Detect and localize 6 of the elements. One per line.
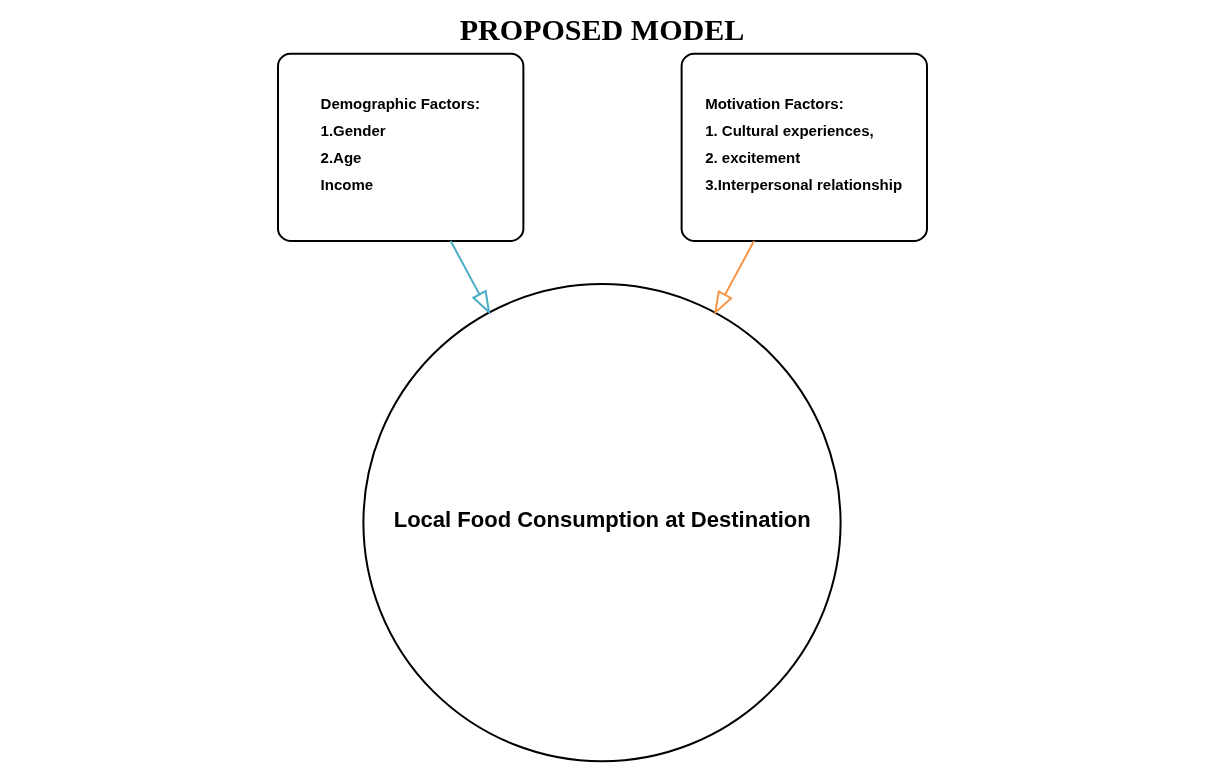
node-circle: Local Food Consumption at Destination (362, 283, 842, 763)
node-box: Demographic Factors: 1.Gender 2.Age Income (277, 52, 525, 242)
node-box: Motivation Factors: 1. Cultural experiences, 2. excitement 3.Interpersonal relationship (680, 52, 928, 242)
diagram-title: PROPOSED MODEL (459, 12, 745, 46)
arrow (713, 240, 756, 316)
arrow (449, 240, 491, 315)
